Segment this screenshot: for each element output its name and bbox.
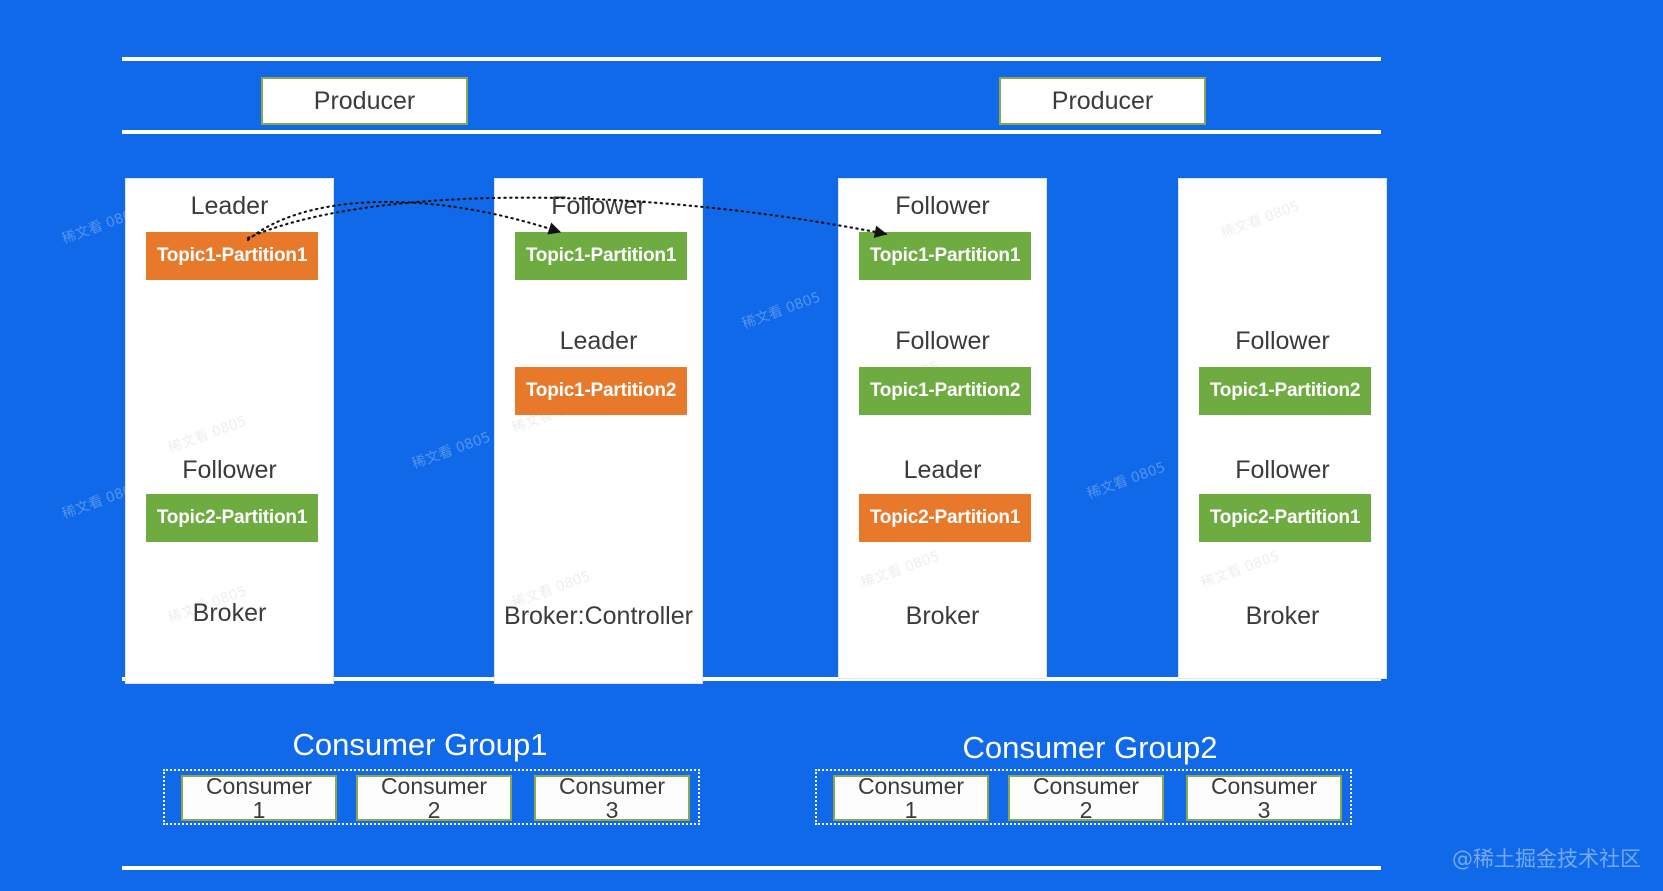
- producer-box-2[interactable]: Producer: [999, 77, 1206, 125]
- corner-watermark: @稀土掘金技术社区: [1452, 847, 1641, 871]
- consumer-group-2-frame: [815, 769, 1352, 825]
- partition-topic2-partition1[interactable]: Topic2-Partition1: [1199, 494, 1371, 542]
- partition-topic1-partition2[interactable]: Topic1-Partition2: [859, 367, 1031, 415]
- partition-label: Topic2-Partition1: [1209, 507, 1361, 528]
- rule-consumer-bottom: [122, 866, 1381, 870]
- consumer-number: 1: [252, 797, 266, 823]
- consumer-number: 3: [1257, 797, 1271, 823]
- consumer-name: Consumer: [857, 772, 965, 799]
- consumer-box-1-2[interactable]: Consumer 2: [356, 772, 512, 823]
- broker-column-3[interactable]: 稀文看 0805 稀文看 0805 Follower Topic1-Partit…: [838, 178, 1047, 679]
- consumer-name: Consumer: [380, 772, 488, 799]
- broker-name: Broker: [192, 599, 267, 627]
- partition-topic1-partition1[interactable]: Topic1-Partition1: [859, 232, 1031, 280]
- broker-column-4[interactable]: 稀文看 0805 稀文看 0805 稀文看 0805 Follower Topi…: [1178, 178, 1387, 679]
- role-label: Follower: [182, 456, 277, 484]
- watermark-tile: 稀文看 0805: [740, 289, 823, 333]
- partition-label: Topic1-Partition2: [1209, 380, 1361, 401]
- watermark-tile: 稀文看 0805: [859, 548, 942, 592]
- broker-column-1[interactable]: 稀文看 0805 稀文看 0805 Leader Topic1-Partitio…: [125, 178, 334, 684]
- consumer-name: Consumer: [1032, 772, 1140, 799]
- partition-label: Topic1-Partition1: [156, 245, 308, 266]
- consumer-group-1-title: Consumer Group1: [292, 727, 548, 762]
- consumer-group-2-title: Consumer Group2: [962, 730, 1218, 765]
- partition-topic1-partition2[interactable]: Topic1-Partition2: [515, 367, 687, 415]
- broker-name: Broker: [1245, 602, 1320, 630]
- broker-name: Broker:Controller: [504, 602, 693, 630]
- watermark-tile: 稀文看 0805: [410, 429, 493, 473]
- consumer-box-1-1[interactable]: Consumer 1: [181, 772, 337, 823]
- partition-topic1-partition1[interactable]: Topic1-Partition1: [146, 232, 318, 280]
- partition-topic2-partition1[interactable]: Topic2-Partition1: [146, 494, 318, 542]
- partition-label: Topic1-Partition2: [869, 380, 1021, 401]
- consumer-box-2-1[interactable]: Consumer 1: [833, 772, 989, 823]
- partition-label: Topic2-Partition1: [156, 507, 308, 528]
- partition-label: Topic2-Partition1: [869, 507, 1021, 528]
- watermark-tile: 稀文看 0805: [1085, 459, 1168, 503]
- consumer-group-1-frame: [163, 769, 700, 825]
- watermark-tile: 稀文看 0805: [1219, 198, 1302, 242]
- role-label: Leader: [903, 456, 982, 484]
- producer-label: Producer: [313, 86, 416, 115]
- consumer-number: 2: [1079, 797, 1093, 823]
- consumer-number: 3: [605, 797, 619, 823]
- consumer-name: Consumer: [558, 772, 666, 799]
- partition-topic2-partition1[interactable]: Topic2-Partition1: [859, 494, 1031, 542]
- partition-topic1-partition1[interactable]: Topic1-Partition1: [515, 232, 687, 280]
- producer-label: Producer: [1051, 86, 1154, 115]
- consumer-number: 1: [904, 797, 918, 823]
- broker-name: Broker: [905, 602, 980, 630]
- role-label: Follower: [895, 192, 990, 220]
- role-label: Leader: [190, 192, 269, 220]
- producer-box-1[interactable]: Producer: [261, 77, 468, 125]
- watermark-tile: 稀文看 0805: [1199, 548, 1282, 592]
- watermark-tile: 稀文看 0805: [166, 413, 249, 457]
- consumer-box-2-2[interactable]: Consumer 2: [1008, 772, 1164, 823]
- consumer-number: 2: [427, 797, 441, 823]
- consumer-name: Consumer: [1210, 772, 1318, 799]
- consumer-box-1-3[interactable]: Consumer 3: [534, 772, 690, 823]
- role-label: Follower: [1235, 456, 1330, 484]
- consumer-name: Consumer: [205, 772, 313, 799]
- role-label: Follower: [1235, 327, 1330, 355]
- role-label: Leader: [559, 327, 638, 355]
- rule-producer-bottom: [122, 130, 1381, 134]
- rule-consumer-top: [122, 677, 1381, 681]
- rule-producer-top: [122, 57, 1381, 61]
- partition-label: Topic1-Partition1: [869, 245, 1021, 266]
- partition-label: Topic1-Partition1: [525, 245, 677, 266]
- role-label: Follower: [551, 192, 646, 220]
- partition-topic1-partition2[interactable]: Topic1-Partition2: [1199, 367, 1371, 415]
- broker-column-2[interactable]: 稀文看 0805 稀文看 0805 Follower Topic1-Partit…: [494, 178, 703, 684]
- partition-label: Topic1-Partition2: [525, 380, 677, 401]
- role-label: Follower: [895, 327, 990, 355]
- consumer-box-2-3[interactable]: Consumer 3: [1186, 772, 1342, 823]
